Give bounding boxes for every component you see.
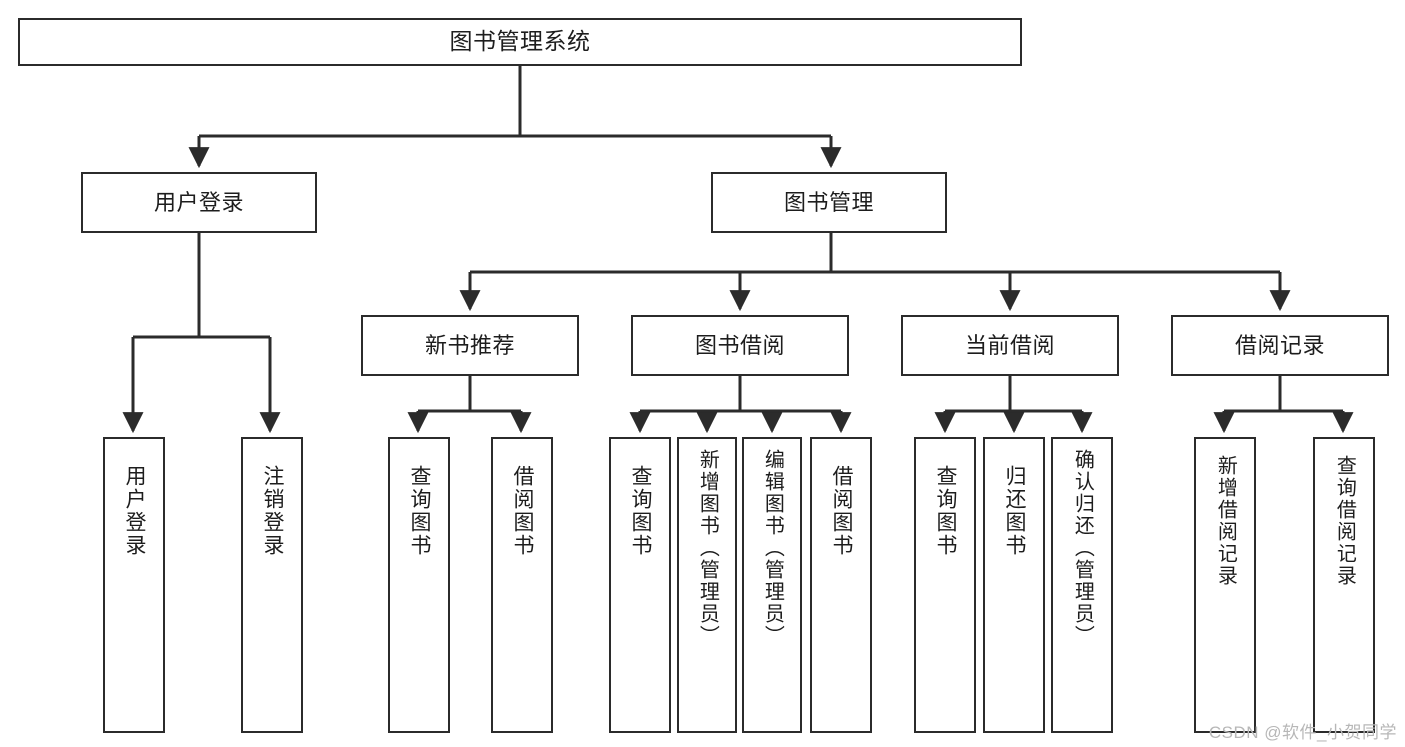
leaf-edit-book-admin-label: 编辑图书（管理员） [761, 449, 784, 647]
node-book-management[interactable]: 图书管理 [711, 172, 947, 233]
leaf-return-book[interactable]: 归还图书 [983, 437, 1045, 733]
node-current-borrow[interactable]: 当前借阅 [901, 315, 1119, 376]
node-borrow-record[interactable]: 借阅记录 [1171, 315, 1389, 376]
leaf-add-borrow-record-label: 新增借阅记录 [1214, 455, 1237, 587]
leaf-confirm-return-admin-label: 确认归还（管理员） [1071, 449, 1094, 647]
leaf-borrow-borrow-book[interactable]: 借阅图书 [810, 437, 872, 733]
watermark: CSDN @软件_小贺同学 [1208, 723, 1397, 742]
node-book-borrow-label: 图书借阅 [694, 332, 785, 358]
leaf-newbook-borrow-book[interactable]: 借阅图书 [491, 437, 553, 733]
leaf-query-borrow-record[interactable]: 查询借阅记录 [1313, 437, 1375, 733]
leaf-newbook-query-book[interactable]: 查询图书 [388, 437, 450, 733]
node-borrow-record-label: 借阅记录 [1234, 332, 1325, 358]
leaf-user-login[interactable]: 用户登录 [103, 437, 165, 733]
node-new-book-recommend-label: 新书推荐 [424, 332, 515, 358]
leaf-logout-label: 注销登录 [260, 465, 284, 557]
node-user-login-label: 用户登录 [153, 189, 244, 215]
leaf-current-query-book-label: 查询图书 [933, 465, 957, 557]
leaf-add-book-admin[interactable]: 新增图书（管理员） [677, 437, 737, 733]
leaf-edit-book-admin[interactable]: 编辑图书（管理员） [742, 437, 802, 733]
node-root-label: 图书管理系统 [449, 28, 591, 55]
leaf-user-login-label: 用户登录 [122, 465, 146, 557]
leaf-borrow-query-book[interactable]: 查询图书 [609, 437, 671, 733]
leaf-add-book-admin-label: 新增图书（管理员） [696, 449, 719, 647]
leaf-logout[interactable]: 注销登录 [241, 437, 303, 733]
node-root[interactable]: 图书管理系统 [18, 18, 1022, 66]
node-book-borrow[interactable]: 图书借阅 [631, 315, 849, 376]
leaf-return-book-label: 归还图书 [1002, 465, 1026, 557]
leaf-newbook-query-book-label: 查询图书 [407, 465, 431, 557]
leaf-query-borrow-record-label: 查询借阅记录 [1333, 455, 1356, 587]
leaf-borrow-borrow-book-label: 借阅图书 [829, 465, 853, 557]
node-user-login[interactable]: 用户登录 [81, 172, 317, 233]
node-new-book-recommend[interactable]: 新书推荐 [361, 315, 579, 376]
node-book-management-label: 图书管理 [783, 189, 874, 215]
leaf-borrow-query-book-label: 查询图书 [628, 465, 652, 557]
node-current-borrow-label: 当前借阅 [964, 332, 1055, 358]
leaf-current-query-book[interactable]: 查询图书 [914, 437, 976, 733]
leaf-add-borrow-record[interactable]: 新增借阅记录 [1194, 437, 1256, 733]
leaf-confirm-return-admin[interactable]: 确认归还（管理员） [1051, 437, 1113, 733]
leaf-newbook-borrow-book-label: 借阅图书 [510, 465, 534, 557]
